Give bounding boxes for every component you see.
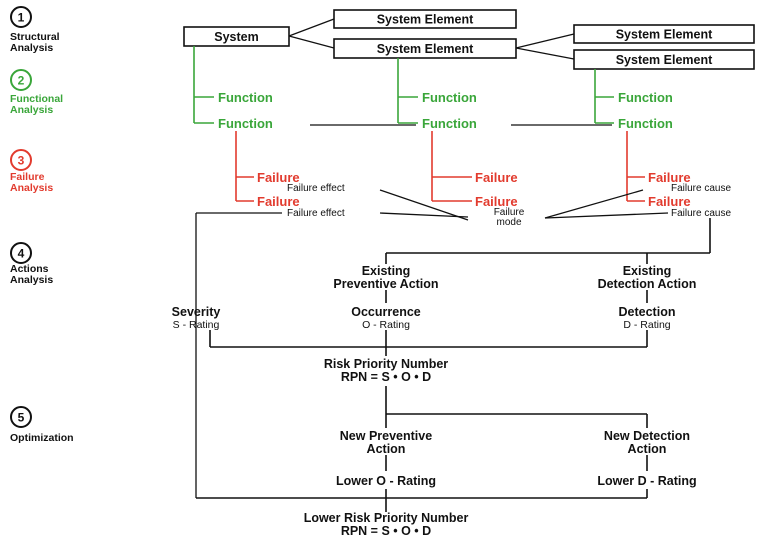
failure-label: Failure [475,194,518,209]
step-title: Analysis [10,274,53,286]
system-element-label: System Element [377,13,474,27]
function-label: Function [618,116,673,131]
step-number: 4 [18,247,25,261]
lower-o-rating: Lower O - Rating [336,474,436,488]
step-title: Analysis [10,42,53,54]
existing-detection-action: Detection Action [598,277,697,291]
optimization-connectors [196,386,648,512]
step-number: 5 [18,411,25,425]
step-title: Analysis [10,182,53,194]
failure-cause-note: Failure cause [671,183,731,194]
severity-label: Severity [172,305,221,319]
system-box: System [183,26,290,47]
step-number-circle-icon [10,149,32,171]
failure-labels: Failure Failure Failure Failure Failure … [257,170,691,209]
step-3-label: 3 Failure Analysis [10,149,53,194]
occurrence-label: Occurrence [351,305,421,319]
occurrence-rating: O - Rating [362,319,410,331]
step-number: 3 [18,154,25,168]
step-number-circle-icon [10,242,32,264]
failure-label: Failure [257,170,300,185]
system-element-box: System Element [573,24,755,44]
system-element-label: System Element [616,28,713,42]
failure-label: Failure [257,194,300,209]
new-detection-action: Action [628,442,667,456]
existing-preventive-action: Preventive Action [333,277,438,291]
failure-chain-lines [195,189,669,498]
failure-label: Failure [648,170,691,185]
step-title: Actions [10,263,49,275]
system-element-label: System Element [377,42,474,56]
rpn-title: Risk Priority Number [324,357,448,371]
existing-detection-action: Existing [623,264,672,278]
step-title: Functional [10,93,63,105]
step-number: 2 [18,74,25,88]
actions-connectors [209,218,711,356]
new-detection-action: New Detection [604,429,690,443]
step-4-label: 4 Actions Analysis [10,242,53,286]
severity-rating: S - Rating [173,319,220,331]
step-number-circle-icon [10,69,32,91]
failure-cause-note: Failure cause [671,208,731,219]
failure-label: Failure [475,170,518,185]
function-label: Function [618,90,673,105]
step-title: Structural [10,31,60,43]
failure-mode-note: mode [496,217,521,228]
system-element-label: System Element [616,53,713,67]
new-preventive-action: Action [367,442,406,456]
function-label: Function [422,90,477,105]
new-preventive-action: New Preventive [340,429,432,443]
rpn-formula: RPN = S • O • D [341,370,431,384]
function-connectors [193,46,614,124]
function-label: Function [218,90,273,105]
step-number-circle-icon [10,406,32,428]
function-labels: Function Function Function Function Func… [218,90,673,131]
step-title: Optimization [10,432,74,444]
function-label: Function [218,116,273,131]
lower-rpn-title: Lower Risk Priority Number [304,511,469,525]
actions-labels: Existing Preventive Action Existing Dete… [172,264,697,384]
failure-notes: Failure effect Failure effect Failure mo… [287,183,731,228]
step-5-label: 5 Optimization [10,406,74,444]
step-2-label: 2 Functional Analysis [10,69,63,116]
step-title: Analysis [10,104,53,116]
failure-mode-note: Failure [494,207,525,218]
step-number: 1 [18,11,25,25]
system-element-box: System Element [333,9,517,29]
system-element-box: System Element [573,49,755,70]
step-title: Failure [10,171,45,183]
system-label: System [214,30,258,44]
failure-effect-note: Failure effect [287,183,345,194]
existing-preventive-action: Existing [362,264,411,278]
step-number-circle-icon [10,6,32,28]
detection-label: Detection [619,305,676,319]
failure-effect-note: Failure effect [287,208,345,219]
function-label: Function [422,116,477,131]
failure-connectors [235,131,645,202]
detection-rating: D - Rating [623,319,670,331]
step-1-label: 1 Structural Analysis [10,6,60,54]
lower-d-rating: Lower D - Rating [597,474,696,488]
failure-label: Failure [648,194,691,209]
structure-connectors [288,18,575,60]
lower-rpn-formula: RPN = S • O • D [341,524,431,538]
system-element-box: System Element [333,38,517,59]
optimization-labels: New Preventive Action New Detection Acti… [304,429,697,538]
rating-labels: S - Rating O - Rating D - Rating [173,319,671,331]
